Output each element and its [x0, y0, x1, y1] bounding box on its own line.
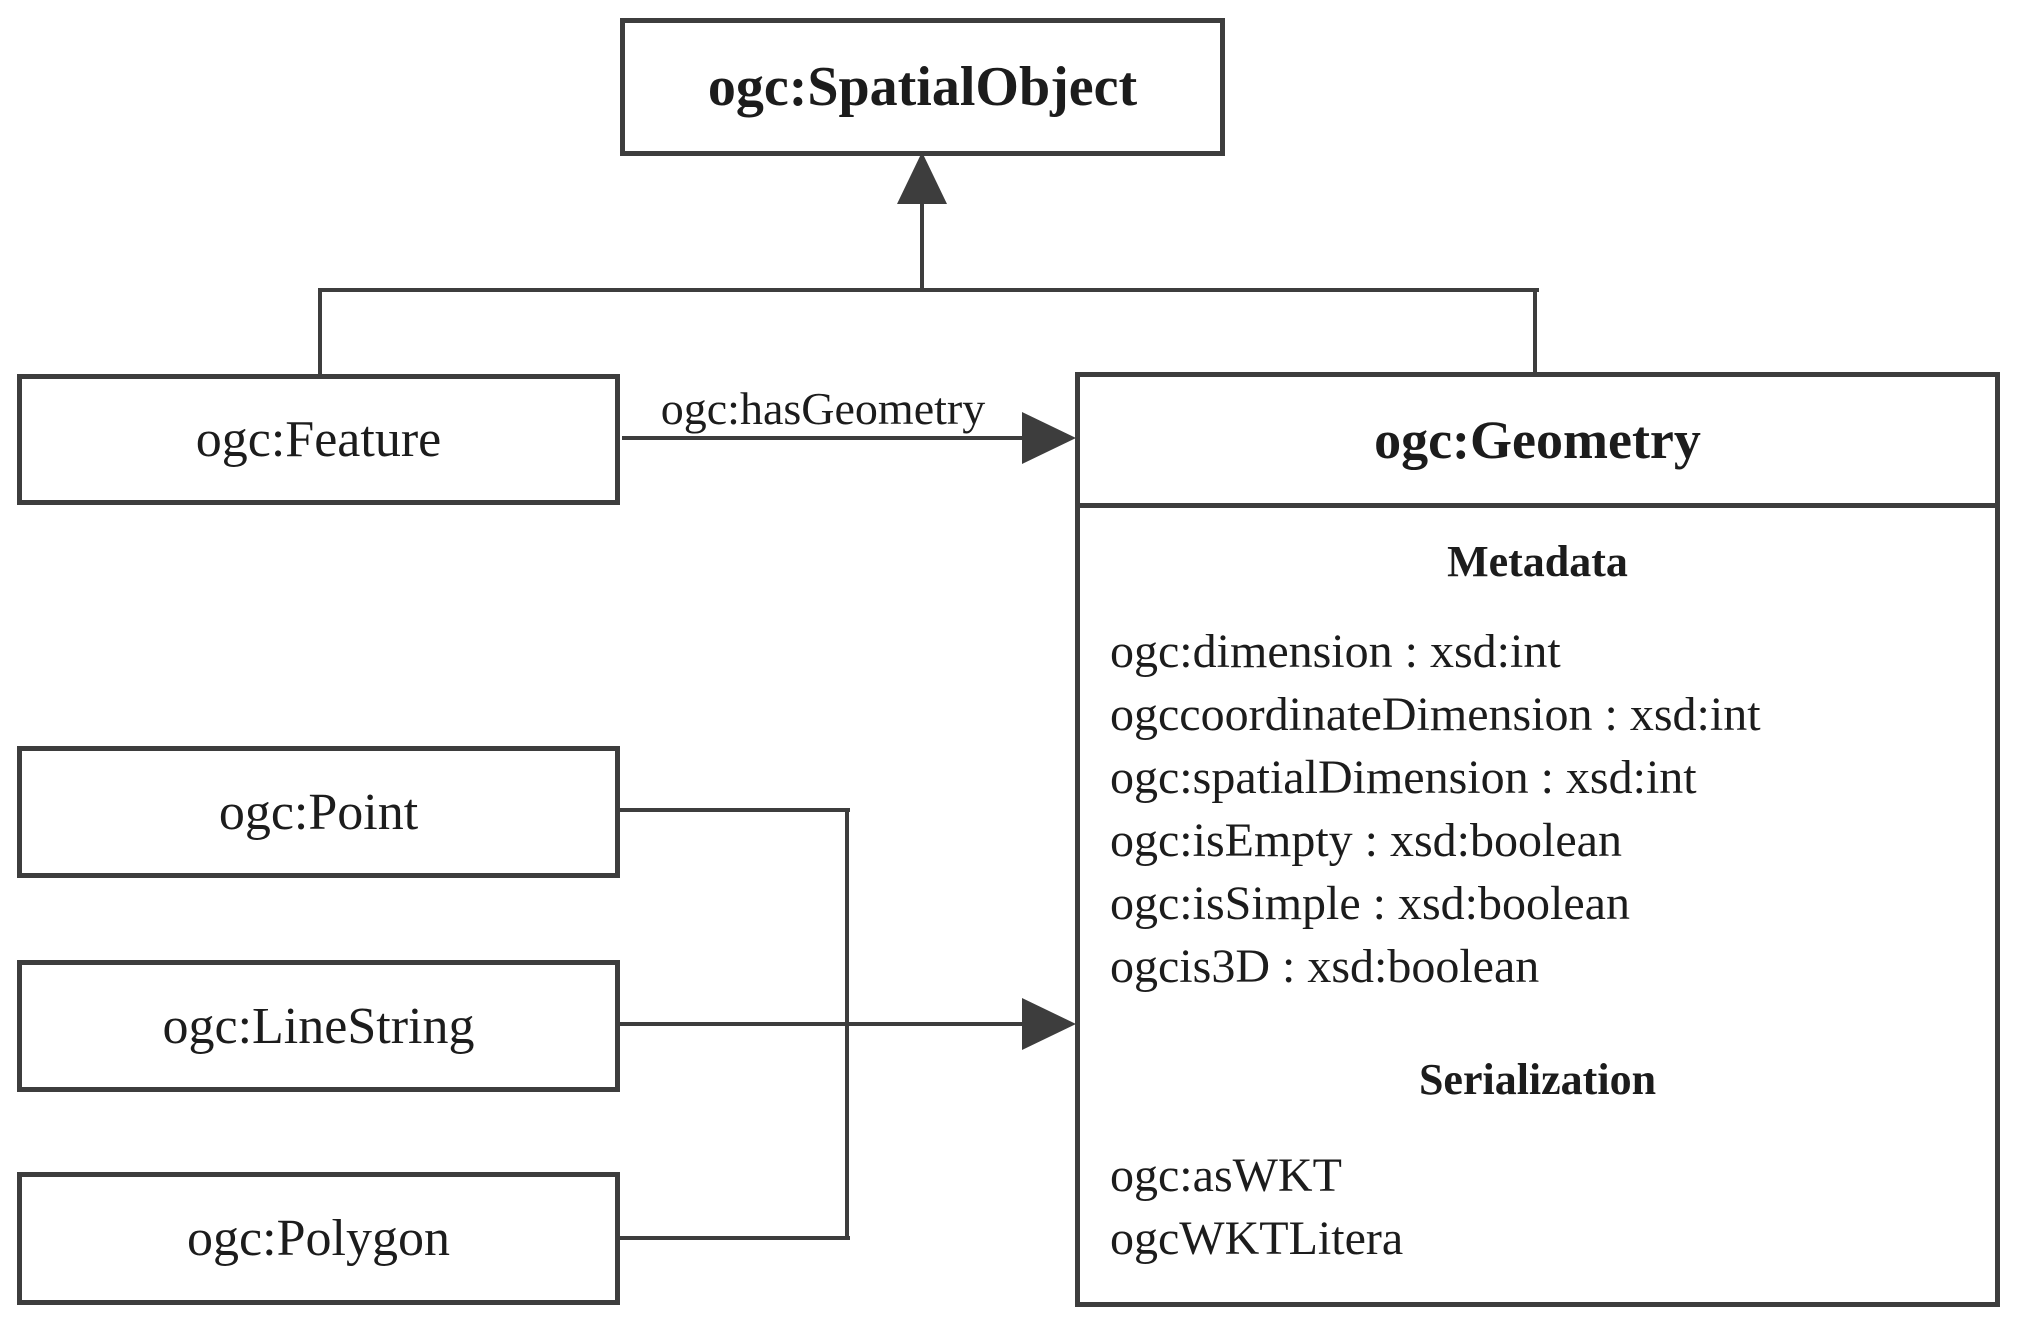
class-box-geometry: ogc:Geometry Metadata ogc:dimension : xs…	[1075, 372, 2000, 1307]
subclass-arrow-line	[620, 1022, 1024, 1026]
polygon-connector-line	[620, 1236, 850, 1240]
metadata-attribute-list: ogc:dimension : xsd:int ogccoordinateDim…	[1080, 620, 1995, 998]
generalization-stem-line	[920, 198, 924, 292]
attribute-wkt-literal: ogcWKTLitera	[1110, 1212, 1404, 1265]
serialization-section-title: Serialization	[1418, 1055, 1657, 1104]
generalization-drop-geometry	[1533, 288, 1537, 376]
subclass-arrowhead-icon	[1022, 998, 1076, 1050]
geometry-body: Metadata ogc:dimension : xsd:int ogccoor…	[1080, 536, 1995, 1270]
generalization-horizontal-line	[318, 288, 1539, 292]
attribute-coordinate-dimension: ogccoordinateDimension : xsd:int	[1110, 688, 1761, 741]
class-box-point: ogc:Point	[17, 746, 620, 878]
has-geometry-arrowhead-icon	[1022, 412, 1076, 464]
has-geometry-line	[622, 436, 1024, 440]
generalization-arrowhead-icon	[897, 152, 947, 204]
attribute-as-wkt: ogc:asWKT	[1110, 1149, 1342, 1202]
geometry-header: ogc:Geometry	[1080, 377, 1995, 508]
polygon-label: ogc:Polygon	[187, 1210, 450, 1267]
linestring-label: ogc:LineString	[162, 997, 475, 1055]
generalization-drop-feature	[318, 288, 322, 378]
spatial-object-label: ogc:SpatialObject	[707, 56, 1138, 118]
point-label: ogc:Point	[218, 783, 419, 841]
attribute-spatial-dimension: ogc:spatialDimension : xsd:int	[1110, 751, 1697, 804]
class-box-spatial-object: ogc:SpatialObject	[620, 18, 1225, 156]
class-box-linestring: ogc:LineString	[17, 960, 620, 1092]
metadata-section-title: Metadata	[1447, 537, 1628, 586]
attribute-is-empty: ogc:isEmpty : xsd:boolean	[1110, 814, 1622, 867]
attribute-dimension: ogc:dimension : xsd:int	[1110, 625, 1561, 678]
attribute-is-simple: ogc:isSimple : xsd:boolean	[1110, 877, 1630, 930]
point-connector-line	[620, 808, 850, 812]
class-box-feature: ogc:Feature	[17, 374, 620, 505]
class-box-polygon: ogc:Polygon	[17, 1172, 620, 1305]
serialization-attribute-list: ogc:asWKT ogcWKTLitera	[1080, 1144, 1995, 1270]
has-geometry-edge-label: ogc:hasGeometry	[660, 383, 986, 434]
feature-label: ogc:Feature	[195, 411, 442, 468]
attribute-is-3d: ogcis3D : xsd:boolean	[1110, 940, 1540, 993]
geometry-title-label: ogc:Geometry	[1374, 410, 1701, 470]
